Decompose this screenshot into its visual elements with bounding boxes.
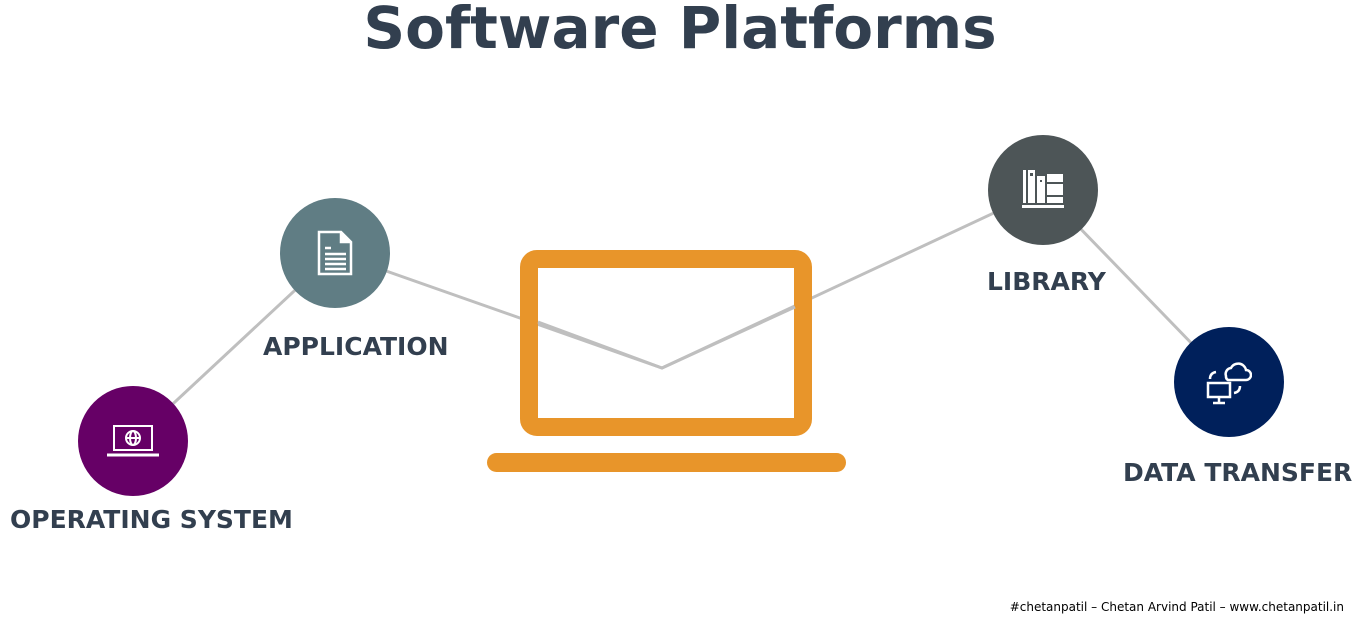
cloud-sync-icon xyxy=(1206,362,1252,405)
books-icon xyxy=(1022,170,1064,208)
laptop-base xyxy=(487,453,846,472)
node-application xyxy=(280,198,390,308)
laptop-globe-icon xyxy=(107,425,159,457)
label-data-transfer: DATA TRANSFER xyxy=(1123,458,1353,487)
node-data-transfer xyxy=(1174,327,1284,437)
page-title: Software Platforms xyxy=(363,0,997,62)
label-application: APPLICATION xyxy=(263,332,449,361)
laptop-screen xyxy=(520,250,812,436)
connector-line-inside xyxy=(537,305,796,370)
label-operating-system: OPERATING SYSTEM xyxy=(10,505,293,534)
node-operating-system xyxy=(78,386,188,496)
footer-credit: #chetanpatil – Chetan Arvind Patil – www… xyxy=(1009,600,1344,614)
node-library xyxy=(988,135,1098,245)
label-library: LIBRARY xyxy=(987,267,1106,296)
document-icon xyxy=(317,230,353,276)
